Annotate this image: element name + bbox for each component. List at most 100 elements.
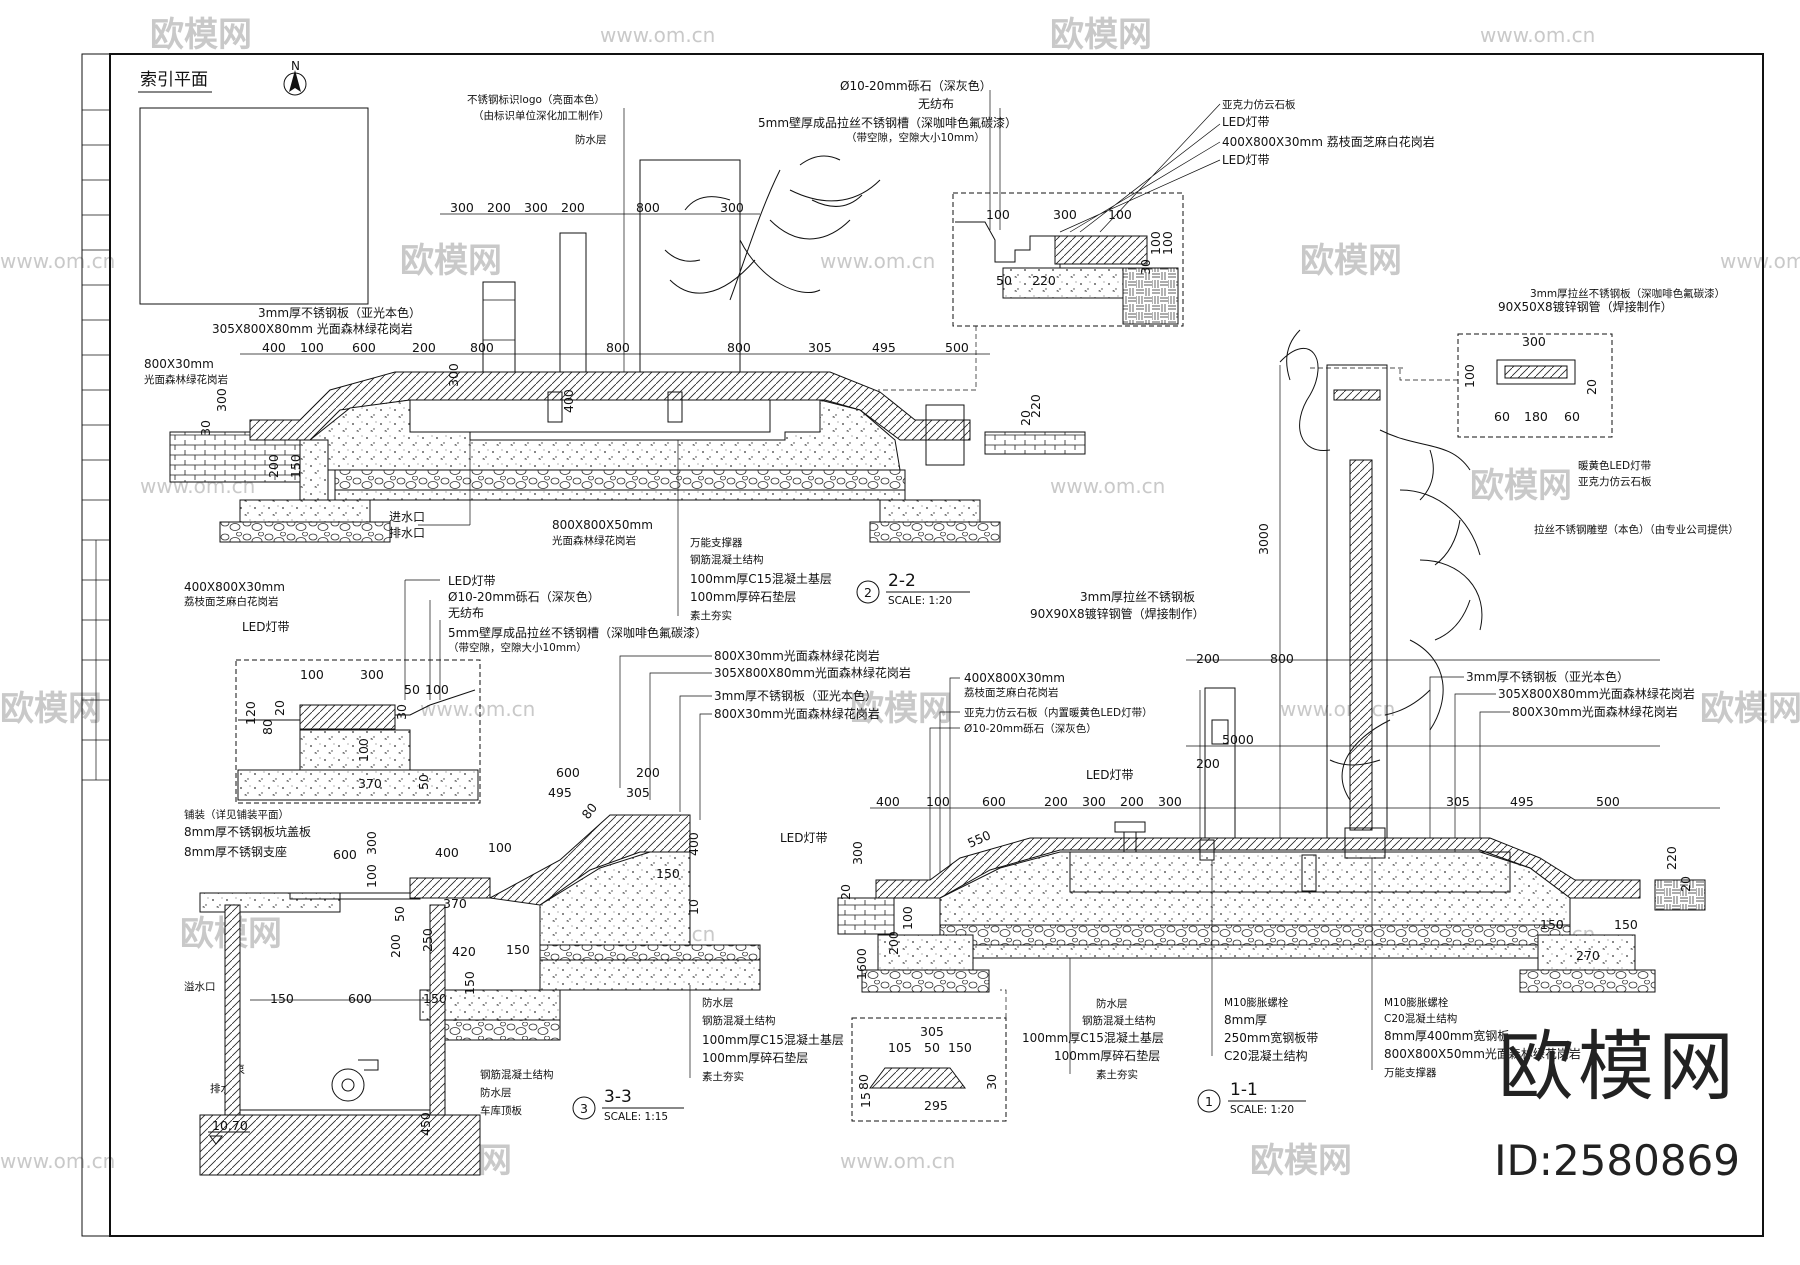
dim-label: 200 xyxy=(1196,651,1220,666)
dim-label: 100 xyxy=(300,340,324,355)
callout-label: 800X30mm光面森林绿花岗岩 xyxy=(1512,704,1678,719)
dim-label: 300 xyxy=(1158,794,1182,809)
watermark-text: 欧模网 xyxy=(1470,466,1572,506)
dim-label: 20 xyxy=(1678,876,1693,892)
callout-label: 400X800X30mm xyxy=(964,671,1065,685)
detail-right: 90X50X8镀锌钢管（焊接制作） 3mm厚拉丝不锈钢板（深咖啡色氟碳漆） 暖黄… xyxy=(1256,287,1739,844)
section-3-3-layer-callouts: 防水层 钢筋混凝土结构 100mm厚C15混凝土基层 100mm厚碎石垫层 素土… xyxy=(689,985,844,1083)
section-3-3-body xyxy=(199,814,761,1176)
callout-label: M10膨胀螺栓 xyxy=(1224,996,1289,1009)
dim-label: 305 xyxy=(920,1024,944,1039)
dim-label: 370 xyxy=(443,896,467,911)
watermark-url: www.om.cn xyxy=(840,1149,955,1173)
dim-label: 250 xyxy=(420,928,435,952)
dim-label: 50 xyxy=(924,1040,940,1055)
callout-label: 万能支撑器 xyxy=(690,536,743,549)
footer-model-id: ID:2580869 xyxy=(1494,1136,1740,1185)
callout-label: 3mm厚不锈钢板（亚光本色） xyxy=(1466,670,1629,684)
callout-label: 100mm厚C15混凝土基层 xyxy=(702,1032,844,1047)
dim-label: 150 xyxy=(506,942,530,957)
dim-label: 300 xyxy=(720,200,744,215)
section-2-2-layer-callouts: 万能支撑器 钢筋混凝土结构 100mm厚C15混凝土基层 100mm厚碎石垫层 … xyxy=(677,440,832,622)
dim-label: 600 xyxy=(352,340,376,355)
dim-label: 495 xyxy=(872,340,896,355)
dim-label: 220 xyxy=(1664,846,1679,870)
dim-label: 300 xyxy=(360,667,384,682)
dim-label: 600 xyxy=(556,765,580,780)
dim-label: 200 xyxy=(561,200,585,215)
watermark-url: www.om.cn xyxy=(0,249,115,273)
dim-label: 500 xyxy=(945,340,969,355)
callout-label: 素土夯实 xyxy=(690,609,732,622)
callout-label: 100mm厚碎石垫层 xyxy=(702,1050,808,1065)
callout-label: Ø10-20mm砾石（深灰色） xyxy=(840,79,992,93)
callout-label: Ø10-20mm砾石（深灰色） xyxy=(448,590,600,604)
dim-label: 30 xyxy=(394,704,409,720)
callout-label: 3mm厚拉丝不锈钢板 xyxy=(1080,589,1195,604)
dim-label: 3000 xyxy=(1256,523,1271,555)
watermark-text: 欧模网 xyxy=(400,241,502,281)
callout-label: LED灯带 xyxy=(448,574,496,588)
watermark-text: 欧模网 xyxy=(1300,241,1402,281)
dim-label: 60 xyxy=(1564,409,1580,424)
dim-label: 150 xyxy=(270,991,294,1006)
section-2-2: 300 200 300 200 800 300 不锈钢标识logo（亮面本色） … xyxy=(144,93,1086,622)
dim-label: 400 xyxy=(561,389,576,413)
dim-label: 400 xyxy=(262,340,286,355)
callout-label: 100mm厚C15混凝土基层 xyxy=(1022,1030,1164,1045)
dim-label: 100 xyxy=(488,840,512,855)
section-1-1-body xyxy=(837,687,1706,993)
section-marker: 1 xyxy=(1205,1094,1213,1109)
dim-label: 150 xyxy=(656,866,680,881)
section-3-3-dims: 600 495 200 305 400 100 600 300 100 370 … xyxy=(270,765,701,1136)
callout-label: （带空隙，空隙大小10mm） xyxy=(448,641,587,654)
callout-label: LED灯带 xyxy=(1222,115,1270,129)
callout-label: M10膨胀螺栓 xyxy=(1384,996,1449,1009)
watermark-text: 欧模网 xyxy=(150,15,252,55)
callout-label: 溢水口 xyxy=(184,980,216,993)
dim-label: 420 xyxy=(452,944,476,959)
watermark-text: 欧模网 xyxy=(1700,689,1800,729)
watermark-url: www.om.cn xyxy=(600,23,715,47)
dim-label: 100 xyxy=(1160,231,1175,255)
callout-label: 305X800X80mm光面森林绿花岗岩 xyxy=(714,665,911,680)
dim-label: 80 xyxy=(579,800,601,822)
dim-label: 800 xyxy=(636,200,660,215)
section-name: 3-3 xyxy=(604,1087,632,1107)
dim-label: 300 xyxy=(214,388,229,412)
callout-label: 光面森林绿花岗岩 xyxy=(144,373,228,386)
callout-label: 5mm壁厚成品拉丝不锈钢槽（深咖啡色氟碳漆） xyxy=(448,625,707,640)
dim-label: 200 xyxy=(636,765,660,780)
callout-label: 3mm厚不锈钢板（亚光本色） xyxy=(714,689,877,703)
dim-label: 50 xyxy=(404,682,420,697)
dim-label: 150 xyxy=(1614,917,1638,932)
title-strip xyxy=(81,53,111,1237)
watermark-url: www.om.cn xyxy=(1480,23,1595,47)
callout-label: 荔枝面芝麻白花岗岩 xyxy=(184,595,279,608)
dim-label: 800 xyxy=(727,340,751,355)
callout-label: C20混凝土结构 xyxy=(1224,1048,1308,1063)
callout-label: 进水口 xyxy=(389,510,425,524)
section-2-2-title: 2 2-2 SCALE: 1:20 xyxy=(856,571,970,607)
dim-label: 20 xyxy=(1584,379,1599,395)
callout-label: 400X800X30mm xyxy=(184,580,285,594)
callout-label: （由标识单位深化加工制作） xyxy=(473,109,610,122)
section-1-1-title: 1 1-1 SCALE: 1:20 xyxy=(1197,1080,1306,1116)
dim-label: 100 xyxy=(1108,207,1132,222)
watermark-url: www.om.cn xyxy=(1720,249,1800,273)
level-label: 10.70 xyxy=(212,1118,248,1133)
dim-label: 20 xyxy=(272,700,287,716)
dim-label: 30 xyxy=(984,1074,999,1090)
callout-label: 排水口 xyxy=(389,526,425,540)
dim-label: 100 xyxy=(356,738,371,762)
detail-left: 400X800X30mm 荔枝面芝麻白花岗岩 LED灯带 LED灯带 Ø10-2… xyxy=(184,574,707,804)
callout-label: 250mm宽钢板带 xyxy=(1224,1030,1318,1045)
dim-label: 20 xyxy=(1018,410,1033,426)
dim-label: 200 xyxy=(886,931,901,955)
dim-label: 305 xyxy=(1446,794,1470,809)
dim-label: 370 xyxy=(358,776,382,791)
watermark-text: 欧模网 xyxy=(0,689,102,729)
callout-label: 8mm厚不锈钢支座 xyxy=(184,844,287,859)
dim-label: 300 xyxy=(850,841,865,865)
